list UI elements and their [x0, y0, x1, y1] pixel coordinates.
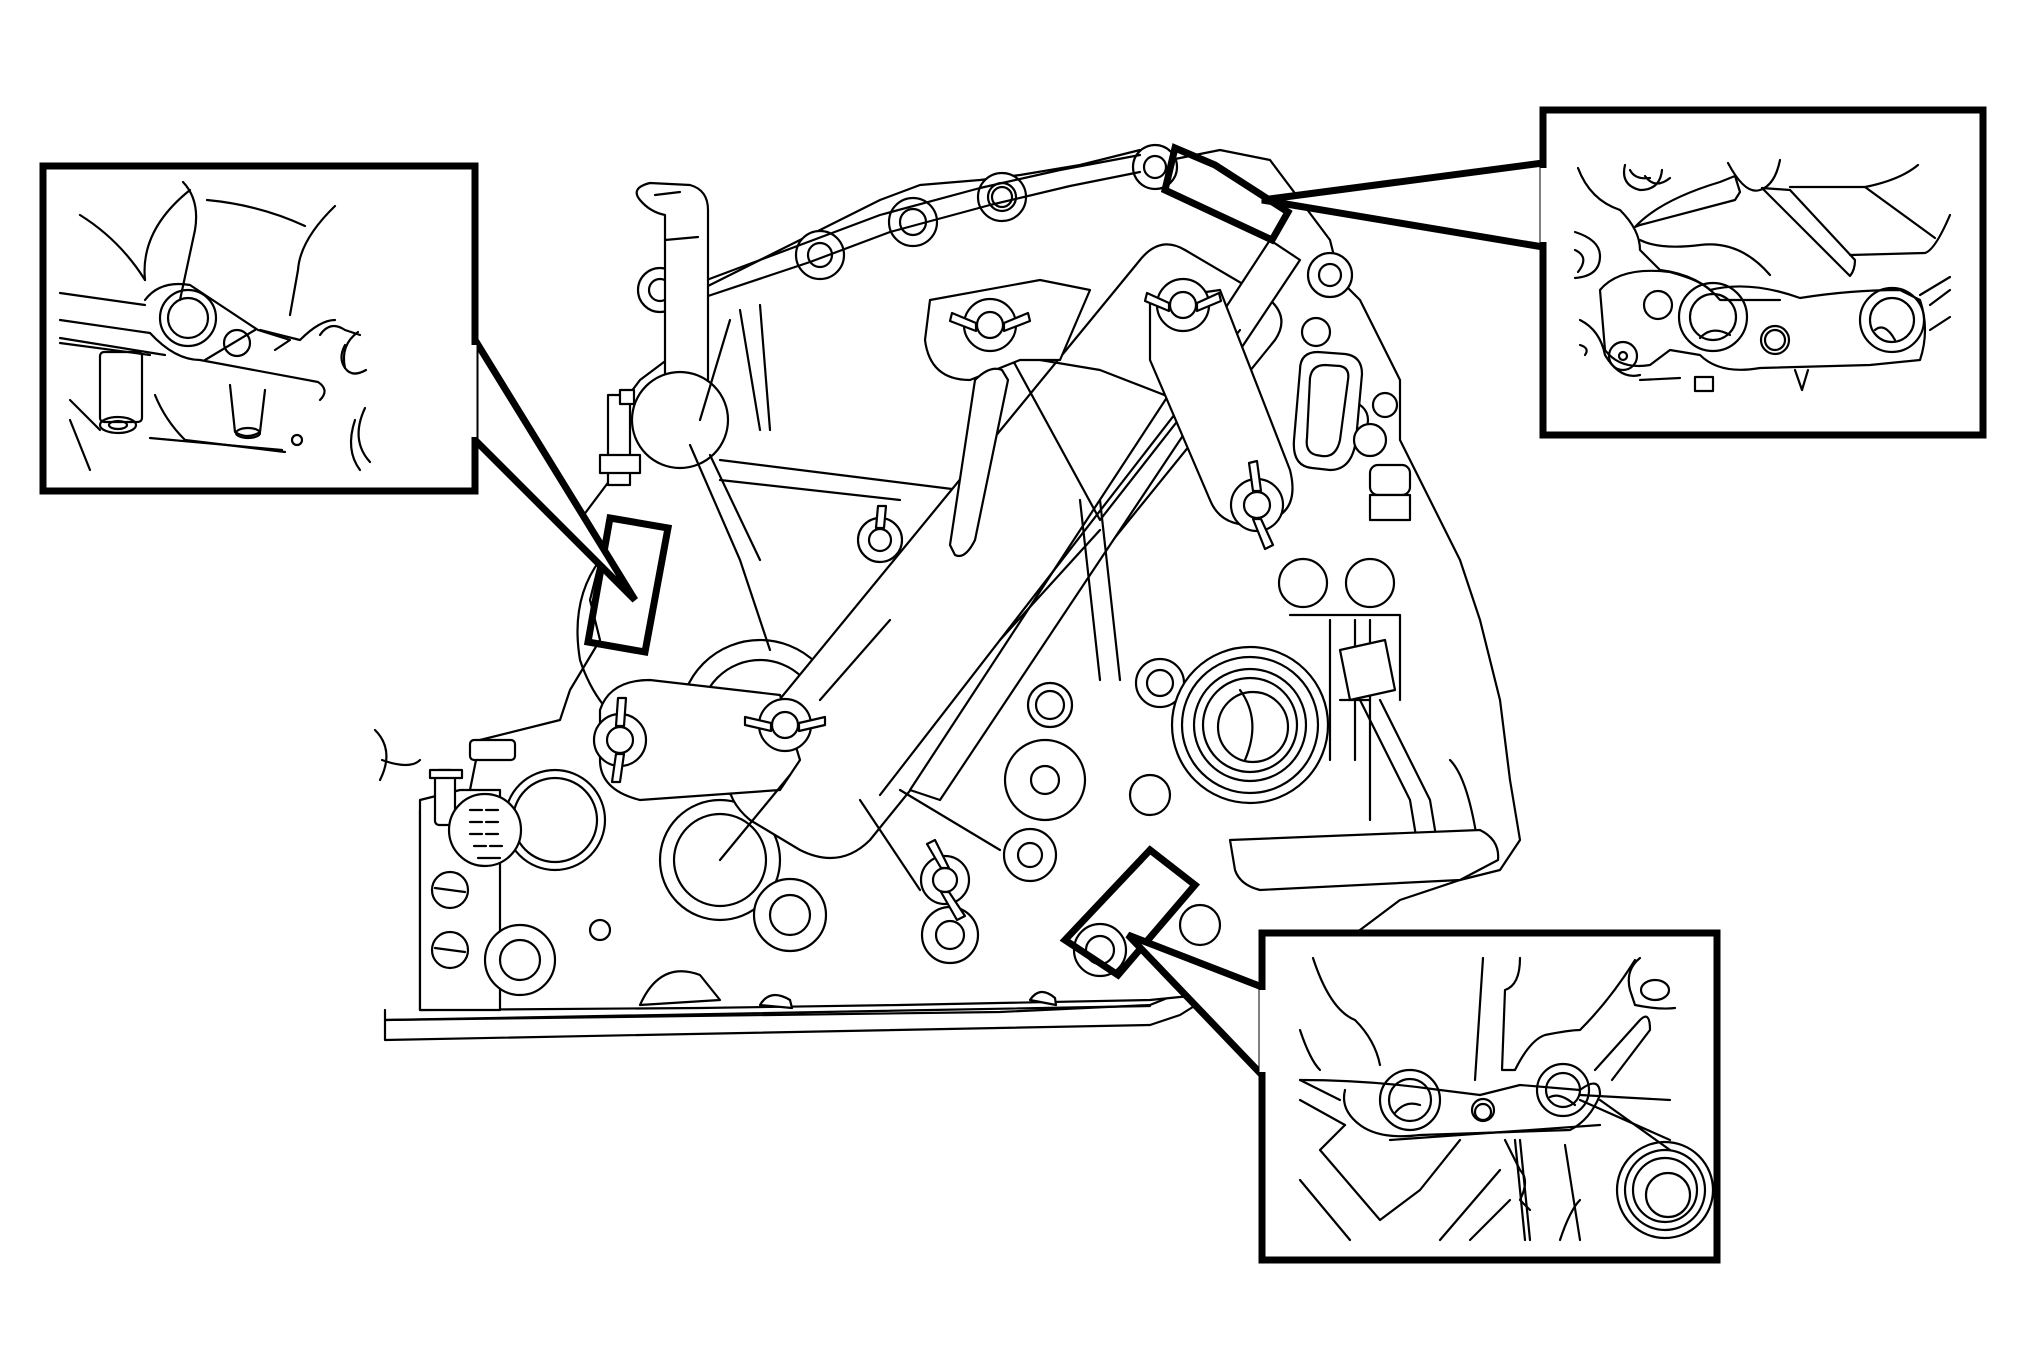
- callout-left-detail: [58, 180, 372, 472]
- callout-top-right-detail: [1573, 158, 1952, 393]
- wing-nut-icon: [592, 696, 648, 784]
- callout-bottom-right: [1125, 929, 1721, 1264]
- highlight-box-top: [1160, 143, 1293, 245]
- highlight-boxes: [583, 143, 1293, 980]
- wing-nut-icon: [948, 297, 1032, 353]
- callout-top-right: [1261, 106, 1987, 439]
- wing-nuts: [592, 277, 1285, 922]
- tool-arm-long: [726, 243, 1283, 860]
- tool-paddle: [948, 367, 1010, 558]
- electrical-connector: [373, 728, 607, 872]
- holding-tool: [598, 238, 1302, 892]
- vent-boss: [630, 370, 730, 470]
- wing-nut-icon: [1229, 459, 1285, 551]
- wing-nut-icon: [1143, 277, 1223, 333]
- sensor-block: [598, 388, 642, 487]
- gasket-pocket: [1292, 350, 1364, 472]
- dipstick-tube: [635, 181, 710, 397]
- output-shaft-seal: [1170, 645, 1330, 805]
- highlight-box-bottom: [1059, 845, 1201, 980]
- callout-bottom-right-detail: [1298, 956, 1715, 1242]
- highlight-box-left: [583, 513, 673, 657]
- wing-nut-icon: [743, 697, 827, 753]
- callout-left: [39, 162, 638, 603]
- wing-nut-icon: [919, 838, 971, 922]
- wing-nut-icon: [856, 504, 904, 564]
